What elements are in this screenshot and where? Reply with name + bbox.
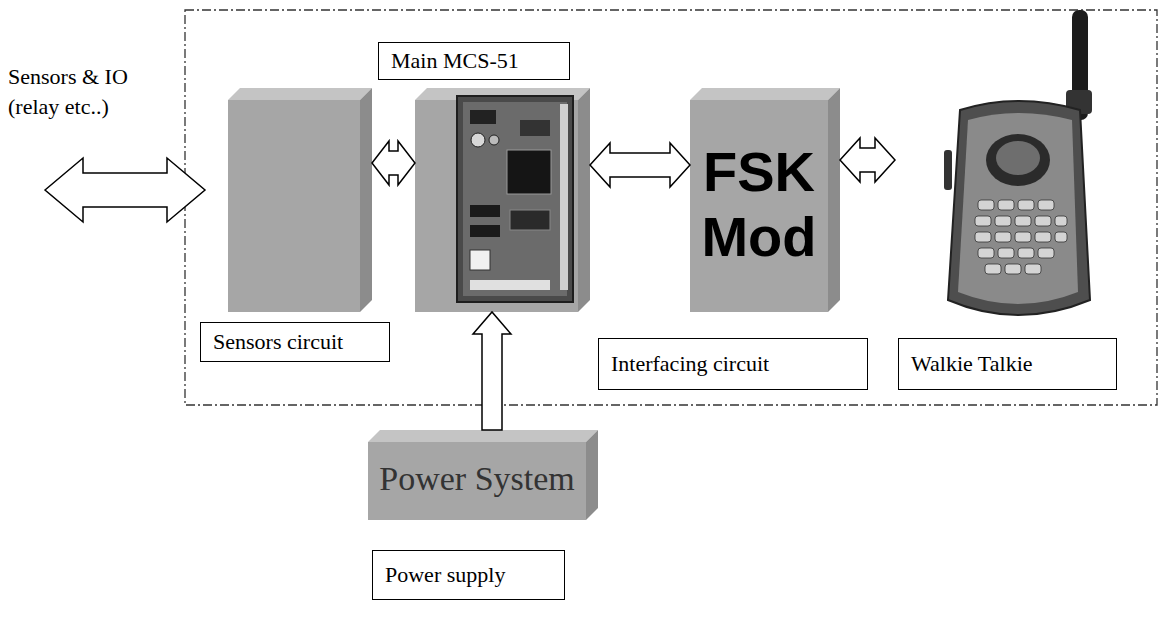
io-double-arrow bbox=[45, 158, 205, 222]
component-block: Power SystemPower supply bbox=[368, 430, 598, 520]
component-block: Sensors circuit bbox=[228, 88, 372, 312]
mcu-block bbox=[415, 88, 590, 312]
block-arrow bbox=[473, 312, 511, 430]
sensors-block bbox=[228, 88, 372, 312]
board-photo bbox=[457, 96, 573, 302]
walkie-talkie-picture bbox=[944, 10, 1092, 315]
component-block: Walkie Talkie bbox=[895, 12, 1095, 322]
block-text: Power System bbox=[379, 460, 575, 498]
block-arrow bbox=[840, 138, 895, 182]
block-arrow bbox=[372, 141, 415, 185]
modem-block bbox=[690, 88, 840, 312]
block-face: Power System bbox=[368, 430, 598, 520]
power-block bbox=[368, 430, 598, 520]
block-arrow bbox=[590, 143, 690, 187]
io-label: Sensors & IO (relay etc..) bbox=[8, 62, 168, 122]
caption-box: Walkie Talkie bbox=[898, 338, 1117, 390]
caption-box: Main MCS-51 bbox=[378, 42, 570, 80]
component-block: FSK ModInterfacing circuit bbox=[690, 88, 840, 312]
caption-box: Interfacing circuit bbox=[598, 338, 868, 390]
block-face: FSK Mod bbox=[690, 88, 840, 312]
caption-box: Sensors circuit bbox=[200, 322, 390, 362]
caption-box: Power supply bbox=[372, 550, 565, 600]
component-block: Main MCS-51 bbox=[415, 88, 590, 312]
system-enclosure bbox=[185, 10, 1157, 405]
block-text: FSK Mod bbox=[692, 139, 826, 269]
